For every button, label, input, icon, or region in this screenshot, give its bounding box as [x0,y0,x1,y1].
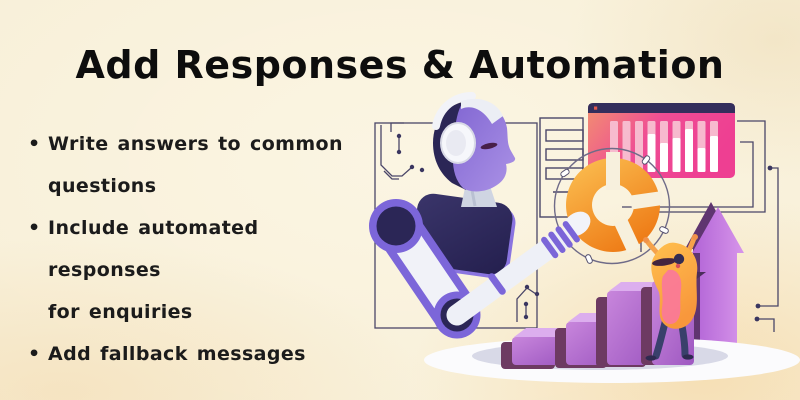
robot-shoulder-joint [369,199,423,253]
robot-forearm [446,211,591,326]
growth-arrow [685,202,744,352]
robot-fingers [541,221,580,259]
donut-chart [553,147,671,265]
window-titlebar [588,103,735,113]
circuit-lines-right [622,120,779,332]
list-item: • Write answers to common questions [28,123,368,207]
circuit-lines-left [380,122,425,180]
analytics-window [588,103,735,178]
person-shirt [661,269,682,325]
donut-gaps [606,152,664,254]
bullet-text: Include automated responses [48,217,259,281]
circuit-lines-center [516,284,540,322]
list-item: • Add fallback messages [28,333,368,375]
bullet-icon: • [28,133,41,155]
bullet-text: questions [48,175,157,197]
chatbot-automation-illustration [369,92,800,383]
robot [369,92,591,339]
list-item: • Include automated responses for enquir… [28,207,368,333]
bullet-icon: • [28,217,41,239]
robot-head [432,92,516,192]
page-title: Add Responses & Automation [75,43,725,88]
bullet-list: • Write answers to common questions • In… [28,123,368,375]
person [643,234,698,361]
person-ponytail [652,258,676,266]
bullet-icon: • [28,343,41,365]
window-bars [610,121,718,172]
bullet-text: Add fallback messages [48,343,306,365]
bullet-text: Write answers to common [48,133,343,155]
bullet-text: for enquiries [48,301,193,323]
headphone-band [432,92,476,130]
robot-eye [480,142,498,150]
person-head [673,253,685,265]
donut-body [566,158,661,252]
window-dot-icon [594,106,598,110]
donut-ring [553,147,671,265]
